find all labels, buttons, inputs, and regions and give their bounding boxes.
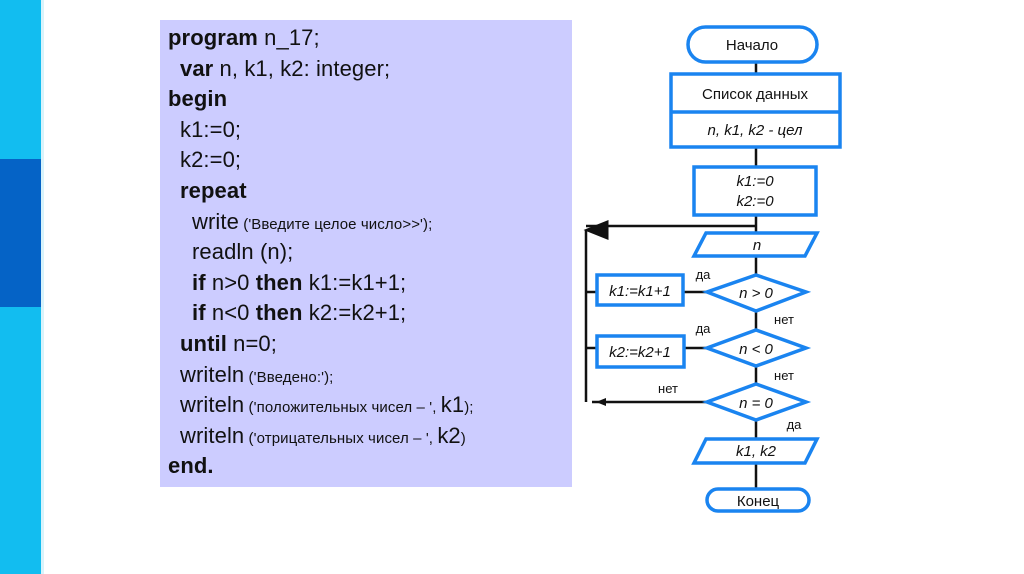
no-label-cond3: нет <box>658 381 678 396</box>
no-label-cond2: нет <box>774 368 794 383</box>
end-terminator <box>705 487 811 513</box>
output-label: k1, k2 <box>736 443 777 460</box>
code-line: end. <box>168 453 214 479</box>
no-label-cond1: нет <box>774 312 794 327</box>
code-line: k1:=0; <box>180 116 242 142</box>
data-header-label: Список данных <box>702 86 809 103</box>
init-label-k1: k1:=0 <box>736 173 774 190</box>
action-k1-increment <box>595 273 685 307</box>
code-line: until n=0; <box>180 330 277 356</box>
code-line: if n>0 then k1:=k1+1; <box>192 269 407 295</box>
arrow-left-icon <box>596 398 606 406</box>
code-line: readln (n); <box>192 239 294 265</box>
code-line: repeat <box>180 177 247 203</box>
code-line: var n, k1, k2: integer; <box>180 55 391 81</box>
init-process-block <box>692 165 818 217</box>
decision-n-eq-0 <box>701 382 812 422</box>
action-k2-increment <box>595 334 686 369</box>
code-listing: program n_17; var n, k1, k2: integer; be… <box>160 20 572 487</box>
code-line: k2:=0; <box>180 147 242 173</box>
cond1-label: n > 0 <box>739 285 773 302</box>
end-label: Конец <box>737 493 780 510</box>
action2-label: k2:=k2+1 <box>609 344 671 361</box>
cond2-label: n < 0 <box>739 341 773 358</box>
decision-n-lt-0 <box>701 328 812 368</box>
cond3-label: n = 0 <box>739 395 773 412</box>
connectors <box>583 62 758 488</box>
start-terminator <box>686 25 819 64</box>
code-line: begin <box>168 86 228 112</box>
sidebar-accent-highlight <box>0 159 41 307</box>
code-line: writeln ('Введено:'); <box>180 361 334 387</box>
start-label: Начало <box>726 37 778 54</box>
yes-label-cond1: да <box>696 267 712 282</box>
output-block <box>691 437 820 465</box>
yes-label-cond3: да <box>787 417 803 432</box>
code-line: writeln ('положительных чисел – ', k1); <box>180 392 474 418</box>
sidebar-edge <box>41 0 44 574</box>
decision-n-gt-0 <box>701 273 812 313</box>
init-label-k2: k2:=0 <box>736 193 774 210</box>
data-vars-label: n, k1, k2 - цел <box>708 122 803 139</box>
action1-label: k1:=k1+1 <box>609 283 671 300</box>
code-line: write ('Введите целое число>>'); <box>192 208 433 234</box>
code-line: program n_17; <box>168 25 320 50</box>
input-label: n <box>753 237 761 254</box>
yes-label-cond2: да <box>696 321 712 336</box>
code-line: writeln ('отрицательных чисел – ', k2) <box>180 422 466 448</box>
code-line: if n<0 then k2:=k2+1; <box>192 300 407 326</box>
input-block <box>691 231 820 258</box>
